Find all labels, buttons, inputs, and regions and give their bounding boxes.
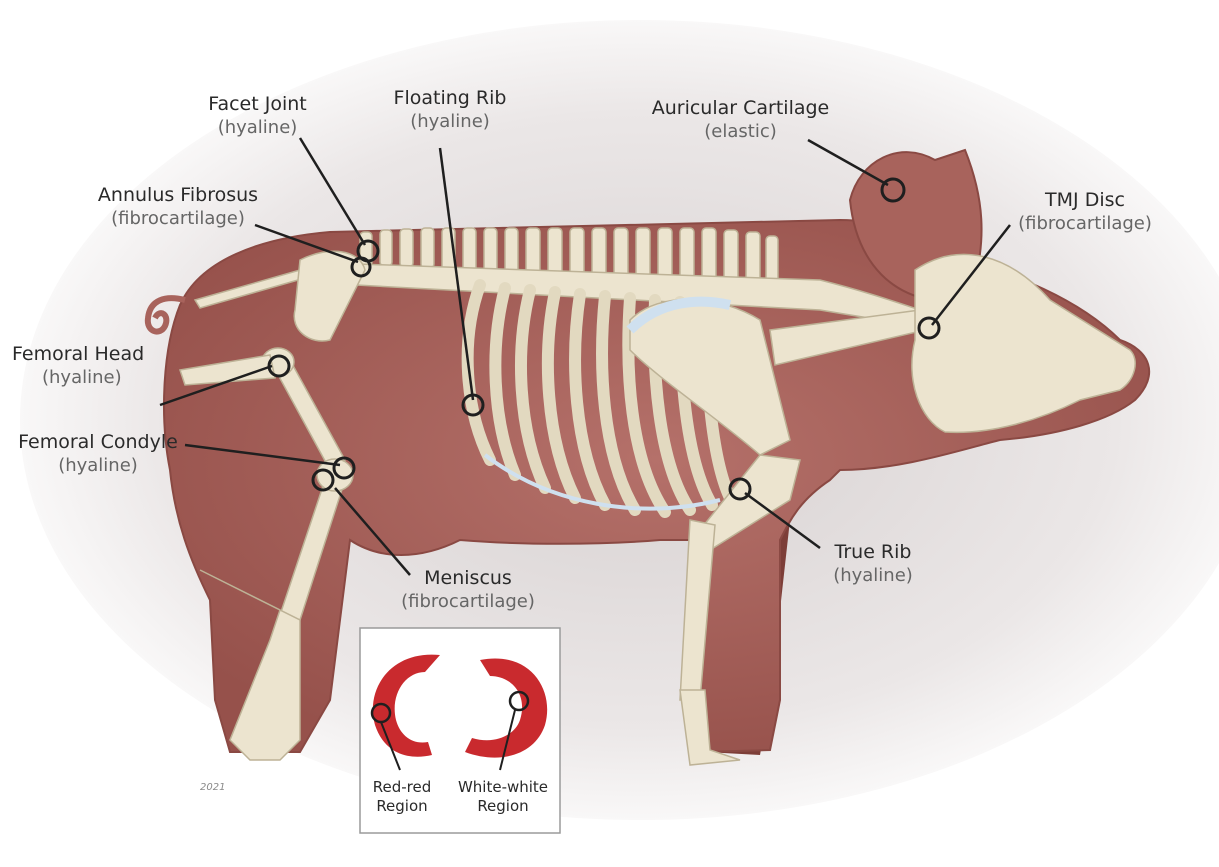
inset-label-line2: Region (362, 797, 442, 816)
label-femoral-condyle: Femoral Condyle (hyaline) (8, 430, 188, 477)
label-title: Femoral Condyle (8, 430, 188, 454)
artist-signature: 2021 (200, 782, 225, 793)
label-title: True Rib (818, 540, 928, 564)
label-annulus-fibrosus: Annulus Fibrosus (fibrocartilage) (88, 183, 268, 230)
inset-label-line2: Region (448, 797, 558, 816)
label-type: (fibrocartilage) (1005, 212, 1165, 235)
signature-year: 2021 (200, 782, 225, 793)
inset-label-white-white: White-white Region (448, 778, 558, 816)
label-femoral-head: Femoral Head (hyaline) (12, 342, 162, 389)
label-title: Facet Joint (190, 92, 325, 116)
label-type: (hyaline) (190, 116, 325, 139)
label-auricular-cartilage: Auricular Cartilage (elastic) (638, 96, 843, 143)
label-type: (fibrocartilage) (88, 207, 268, 230)
label-floating-rib: Floating Rib (hyaline) (385, 86, 515, 133)
label-true-rib: True Rib (hyaline) (818, 540, 928, 587)
label-title: Floating Rib (385, 86, 515, 110)
label-type: (hyaline) (8, 454, 188, 477)
label-type: (elastic) (638, 120, 843, 143)
inset-label-red-red: Red-red Region (362, 778, 442, 816)
label-type: (fibrocartilage) (378, 590, 558, 613)
inset-label-line1: Red-red (362, 778, 442, 797)
label-title: Meniscus (378, 566, 558, 590)
label-tmj-disc: TMJ Disc (fibrocartilage) (1005, 188, 1165, 235)
label-facet-joint: Facet Joint (hyaline) (190, 92, 325, 139)
label-meniscus: Meniscus (fibrocartilage) (378, 566, 558, 613)
label-title: Auricular Cartilage (638, 96, 843, 120)
label-type: (hyaline) (12, 366, 162, 389)
label-type: (hyaline) (385, 110, 515, 133)
label-type: (hyaline) (818, 564, 928, 587)
label-title: Annulus Fibrosus (88, 183, 268, 207)
inset-label-line1: White-white (448, 778, 558, 797)
label-title: Femoral Head (12, 342, 162, 366)
label-title: TMJ Disc (1005, 188, 1165, 212)
